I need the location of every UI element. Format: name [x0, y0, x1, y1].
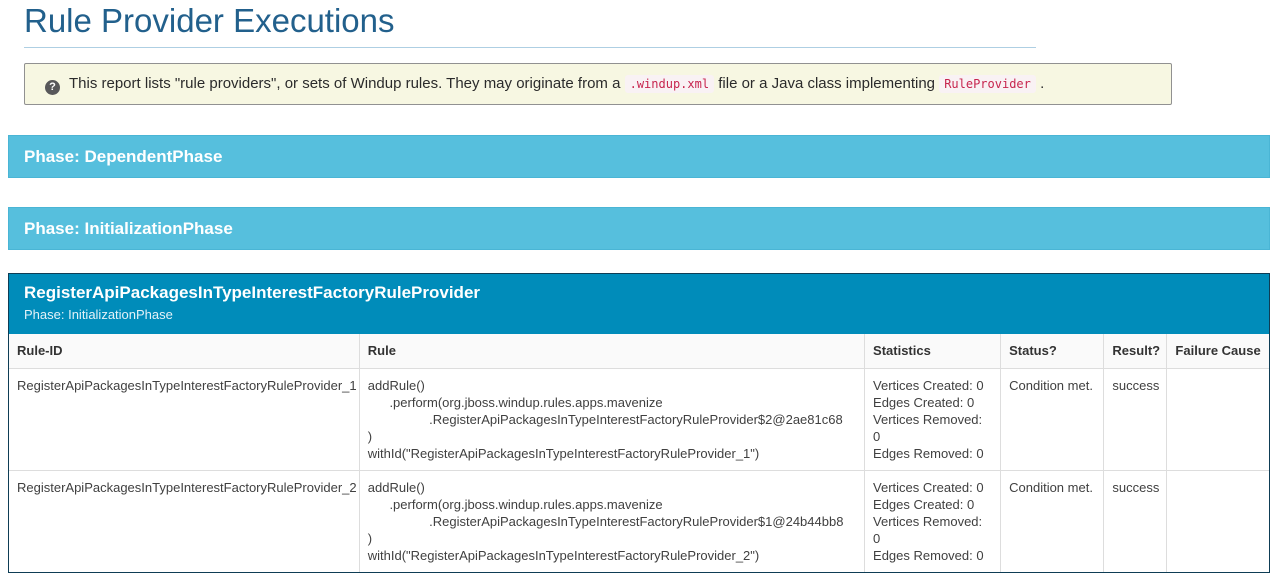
- panel-heading: RegisterApiPackagesInTypeInterestFactory…: [9, 274, 1269, 334]
- stat-edges-removed: Edges Removed: 0: [873, 548, 984, 563]
- stat-vertices-removed: Vertices Removed: 0: [873, 514, 983, 546]
- phase-header-label: Phase: DependentPhase: [24, 147, 223, 166]
- col-header-rule: Rule: [358, 334, 865, 369]
- code-ruleprovider: RuleProvider: [939, 75, 1036, 93]
- table-row: RegisterApiPackagesInTypeInterestFactory…: [9, 368, 1269, 471]
- failure-cause-cell: [1166, 470, 1269, 572]
- result-cell: success: [1103, 470, 1167, 572]
- table-header-row: Rule-ID Rule Statistics Status? Result? …: [9, 334, 1269, 369]
- col-header-rule-id: Rule-ID: [9, 334, 360, 369]
- stat-vertices-removed: Vertices Removed: 0: [873, 412, 983, 444]
- phase-header-initializationphase: Phase: InitializationPhase: [8, 207, 1270, 250]
- statistics-cell: Vertices Created: 0 Edges Created: 0 Ver…: [864, 470, 1001, 572]
- info-text-after: .: [1040, 75, 1045, 92]
- panel-title: RegisterApiPackagesInTypeInterestFactory…: [24, 283, 481, 302]
- question-icon: ?: [45, 80, 60, 95]
- rule-id-cell: RegisterApiPackagesInTypeInterestFactory…: [17, 378, 357, 393]
- phase-header-dependentphase: Phase: DependentPhase: [8, 135, 1270, 178]
- rule-provider-panel: RegisterApiPackagesInTypeInterestFactory…: [8, 273, 1270, 573]
- page-title: Rule Provider Executions: [24, 2, 395, 39]
- failure-cause-cell: [1166, 368, 1269, 471]
- statistics-cell: Vertices Created: 0 Edges Created: 0 Ver…: [864, 368, 1001, 471]
- col-header-result: Result?: [1103, 334, 1167, 369]
- table-row: RegisterApiPackagesInTypeInterestFactory…: [9, 470, 1269, 572]
- info-box: ? This report lists "rule providers", or …: [24, 63, 1172, 105]
- rule-id-cell: RegisterApiPackagesInTypeInterestFactory…: [17, 480, 357, 495]
- stat-vertices-created: Vertices Created: 0: [873, 378, 984, 393]
- col-header-status: Status?: [1000, 334, 1104, 369]
- page-header: Rule Provider Executions: [24, 2, 1036, 48]
- stat-edges-created: Edges Created: 0: [873, 497, 975, 512]
- stat-vertices-created: Vertices Created: 0: [873, 480, 984, 495]
- col-header-failure-cause: Failure Cause: [1166, 334, 1269, 369]
- stat-edges-removed: Edges Removed: 0: [873, 446, 984, 461]
- status-cell: Condition met.: [1000, 470, 1104, 572]
- col-header-statistics: Statistics: [864, 334, 1001, 369]
- code-windup-xml: .windup.xml: [624, 75, 715, 93]
- phase-header-label: Phase: InitializationPhase: [24, 219, 233, 238]
- info-text-before: This report lists "rule providers", or s…: [69, 75, 621, 92]
- panel-subtitle: Phase: InitializationPhase: [24, 307, 173, 322]
- result-cell: success: [1103, 368, 1167, 471]
- info-text: This report lists "rule providers", or s…: [69, 75, 1045, 93]
- rule-code: addRule() .perform(org.jboss.windup.rule…: [367, 480, 844, 563]
- rule-code: addRule() .perform(org.jboss.windup.rule…: [367, 378, 843, 461]
- stat-edges-created: Edges Created: 0: [873, 395, 975, 410]
- rule-executions-table: Rule-ID Rule Statistics Status? Result? …: [9, 334, 1269, 572]
- info-text-middle: file or a Java class implementing: [718, 75, 936, 92]
- status-cell: Condition met.: [1000, 368, 1104, 471]
